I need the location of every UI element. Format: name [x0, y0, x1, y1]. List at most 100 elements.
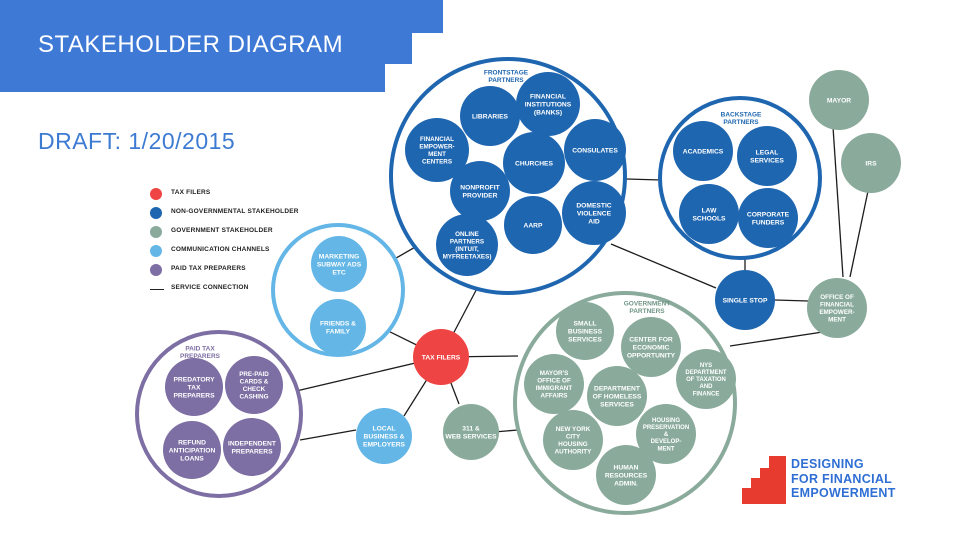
- node-circle: [516, 72, 580, 136]
- node-circle: [356, 408, 412, 464]
- node-circle: [841, 133, 901, 193]
- legend-label: SERVICE CONNECTION: [171, 284, 249, 291]
- node-consulates: CONSULATES: [564, 119, 626, 181]
- node-circle: [450, 161, 510, 221]
- connection-line: [299, 429, 357, 441]
- node-circle: [223, 418, 281, 476]
- node-label: ACADEMICS: [683, 148, 724, 155]
- node-circle: [443, 404, 499, 460]
- legend-line: [150, 289, 164, 290]
- legend-label: COMMUNICATION CHANNELS: [171, 246, 270, 253]
- node-circle: [636, 404, 696, 464]
- brand-text: DESIGNING FOR FINANCIAL EMPOWERMENT: [791, 457, 896, 501]
- node-label: IRS: [865, 160, 877, 167]
- node-aarp: AARP: [504, 196, 562, 254]
- node-label: FRIENDS &FAMILY: [320, 320, 356, 335]
- node-label: CONSULATES: [572, 147, 618, 154]
- brand-mark-icon: [742, 456, 786, 504]
- node-circle: [311, 236, 367, 292]
- legend-swatch: [150, 245, 162, 257]
- connection-line: [849, 190, 869, 278]
- legend-label: PAID TAX PREPARERS: [171, 265, 246, 272]
- node-circle: [737, 126, 797, 186]
- node-circle: [413, 329, 469, 385]
- node-circle: [225, 356, 283, 414]
- node-circle: [503, 132, 565, 194]
- node-academics: ACADEMICS: [673, 121, 733, 181]
- node-churches: CHURCHES: [503, 132, 565, 194]
- title-banner: [0, 0, 443, 92]
- legend-label: GOVERNMENT STAKEHOLDER: [171, 227, 273, 234]
- node-circle: [564, 119, 626, 181]
- node-service-311: 311 &WEB SERVICES: [443, 404, 499, 460]
- connection-line: [774, 299, 809, 302]
- connection-line: [610, 243, 717, 289]
- node-circle: [163, 421, 221, 479]
- brand-line: FOR FINANCIAL: [791, 471, 893, 486]
- node-friends-family: FRIENDS &FAMILY: [310, 299, 366, 355]
- page-title: STAKEHOLDER DIAGRAM: [38, 31, 344, 58]
- node-mayor: MAYOR: [809, 70, 869, 130]
- node-label: SINGLE STOP: [723, 297, 768, 304]
- brand-line: DESIGNING: [791, 457, 864, 471]
- node-circle: [596, 445, 656, 505]
- node-circle: [165, 358, 223, 416]
- draft-date: DRAFT: 1/20/2015: [38, 128, 236, 154]
- node-circle: [673, 121, 733, 181]
- node-circle: [504, 196, 562, 254]
- node-circle: [460, 86, 520, 146]
- node-label: 311 &WEB SERVICES: [445, 425, 497, 440]
- node-tax-filers: TAX FILERS: [413, 329, 469, 385]
- node-label: AARP: [524, 222, 543, 229]
- node-circle: [524, 354, 584, 414]
- legend-label: NON-GOVERNMENTAL STAKEHOLDER: [171, 208, 299, 215]
- node-circle: [738, 188, 798, 248]
- brand-line: EMPOWERMENT: [791, 486, 896, 500]
- legend-label: TAX FILERS: [171, 189, 211, 196]
- node-circle: [405, 118, 469, 182]
- node-circle: [562, 181, 626, 245]
- node-label: TAX FILERS: [422, 354, 461, 361]
- node-circle: [310, 299, 366, 355]
